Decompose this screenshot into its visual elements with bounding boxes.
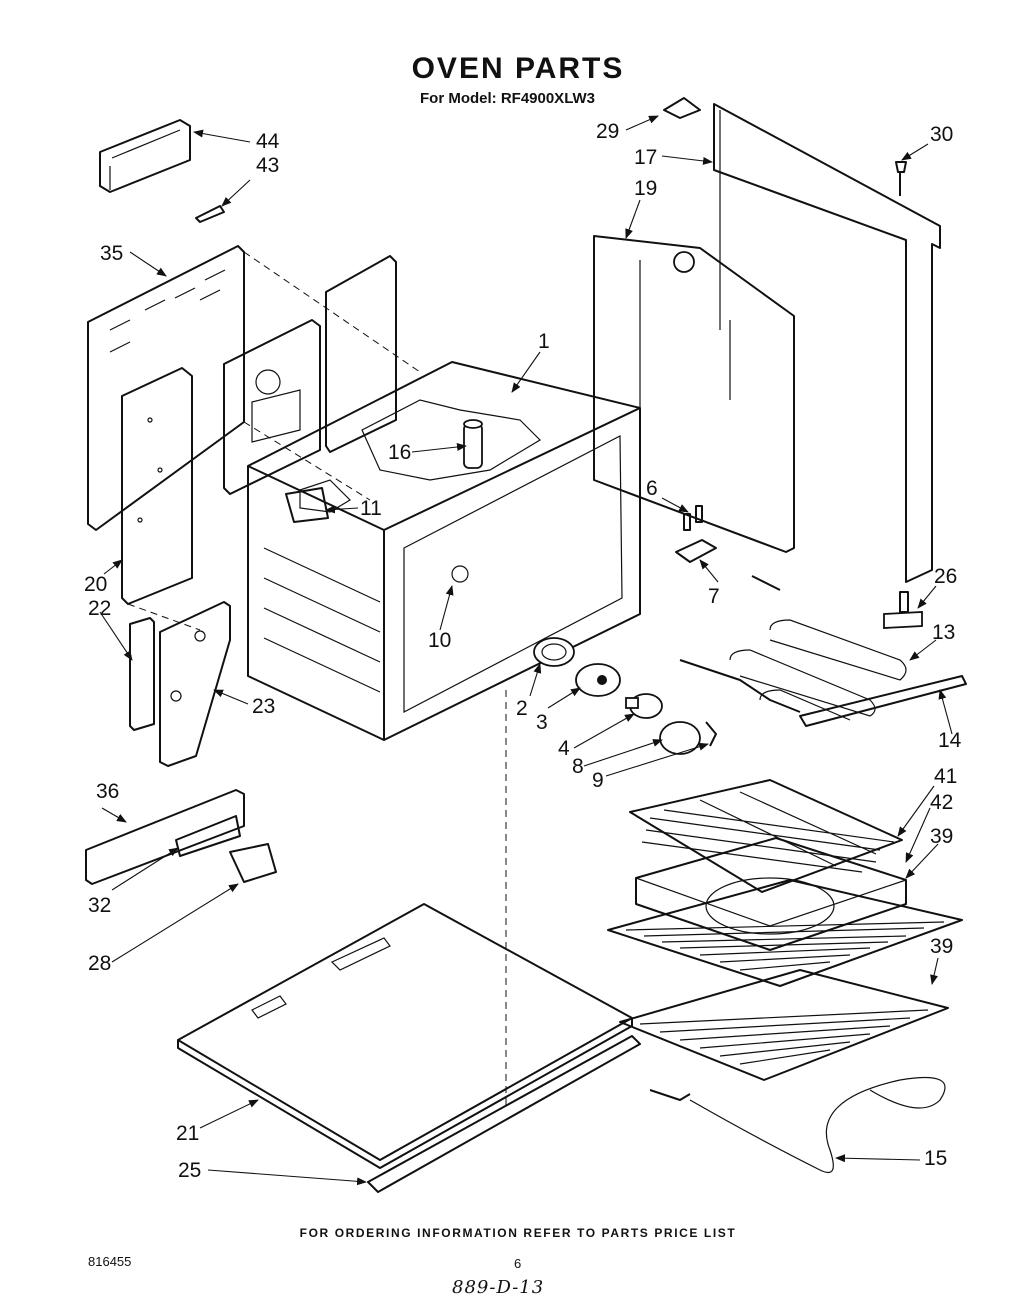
- part-8-lens: [659, 721, 701, 755]
- inner-back-panels: [223, 251, 421, 501]
- part-19-insulation: [593, 235, 795, 553]
- callout-label: 8: [572, 755, 584, 778]
- callout-label: 16: [388, 441, 412, 464]
- part-42-broiler-pan: [635, 837, 907, 951]
- callout-label: 22: [88, 597, 112, 620]
- part-7-bracket: [675, 539, 717, 563]
- part-15-broil-element: [649, 1076, 946, 1174]
- part-43-screw: [195, 205, 225, 223]
- callout-label: 43: [256, 154, 280, 177]
- callout-label: 39: [930, 935, 954, 958]
- callout-label: 32: [88, 894, 112, 917]
- part-39-rack-lower: [619, 969, 949, 1081]
- callout-label: 21: [176, 1122, 200, 1145]
- part-13-bake-element: [679, 575, 907, 721]
- part-41-broiler-grid: [629, 779, 903, 893]
- callout-label: 20: [84, 573, 108, 596]
- callout-label: 4: [558, 737, 570, 760]
- part-35-rear-panel: [87, 245, 245, 531]
- part-17-right-panel: [713, 103, 941, 583]
- callout-label: 23: [252, 695, 276, 718]
- callout-label: 3: [536, 711, 548, 734]
- model-subtitle: For Model: RF4900XLW3: [420, 90, 596, 107]
- part-29-clip: [663, 97, 701, 119]
- part-6-screws: [683, 505, 703, 531]
- part-20-side-panel: [121, 367, 193, 605]
- part-4-bulb: [625, 693, 663, 719]
- part-25-strip: [367, 1035, 641, 1193]
- callout-leaders: [99, 115, 953, 1186]
- callout-label: 17: [634, 146, 658, 169]
- part-14-rail: [799, 675, 967, 727]
- callout-label: 42: [930, 791, 954, 814]
- callout-label: 41: [934, 765, 958, 788]
- callout-label: 10: [428, 629, 452, 652]
- callout-label: 28: [88, 952, 112, 975]
- part-23-bracket: [159, 601, 231, 767]
- part-30-screw: [895, 161, 907, 196]
- part-39-rack-upper: [607, 879, 963, 987]
- callout-label: 19: [634, 177, 658, 200]
- callout-label: 15: [924, 1147, 948, 1170]
- part-9-clip: [705, 721, 717, 747]
- callout-label: 30: [930, 123, 954, 146]
- part-36-panel: [85, 789, 245, 885]
- part-22-strip: [129, 617, 155, 731]
- callout-label: 36: [96, 780, 120, 803]
- page-number: 6: [514, 1256, 522, 1271]
- part-11-bracket: [285, 487, 329, 523]
- part-1-oven-cavity: [247, 361, 641, 741]
- document-number: 816455: [88, 1254, 132, 1269]
- part-2-gasket: [533, 637, 575, 667]
- callout-label: 11: [360, 497, 382, 520]
- part-16-element-tube: [463, 419, 483, 469]
- callout-label: 29: [596, 120, 620, 143]
- ordering-note: FOR ORDERING INFORMATION REFER TO PARTS …: [299, 1226, 737, 1240]
- part-44-bracket: [99, 119, 191, 193]
- callout-label: 1: [538, 330, 550, 353]
- callout-label: 35: [100, 242, 124, 265]
- callout-label: 39: [930, 825, 954, 848]
- part-28-switch: [229, 843, 277, 883]
- part-21-bottom-panel: [177, 903, 633, 1169]
- page-title: OVEN PARTS: [411, 52, 625, 85]
- callout-label: 44: [256, 130, 280, 153]
- callout-label: 6: [646, 477, 658, 500]
- callout-label: 7: [708, 585, 720, 608]
- guide-lines: [127, 603, 507, 1110]
- part-26-leveling-foot: [883, 591, 923, 629]
- callout-label: 2: [516, 697, 528, 720]
- callout-label: 26: [934, 565, 958, 588]
- callout-label: 13: [932, 621, 956, 644]
- callout-label: 9: [592, 769, 604, 792]
- part-32-block: [175, 815, 241, 857]
- callout-label: 14: [938, 729, 962, 752]
- part-3-socket: [575, 663, 621, 697]
- callout-label: 25: [178, 1159, 202, 1182]
- handwritten-code: 889-D-13: [452, 1277, 545, 1298]
